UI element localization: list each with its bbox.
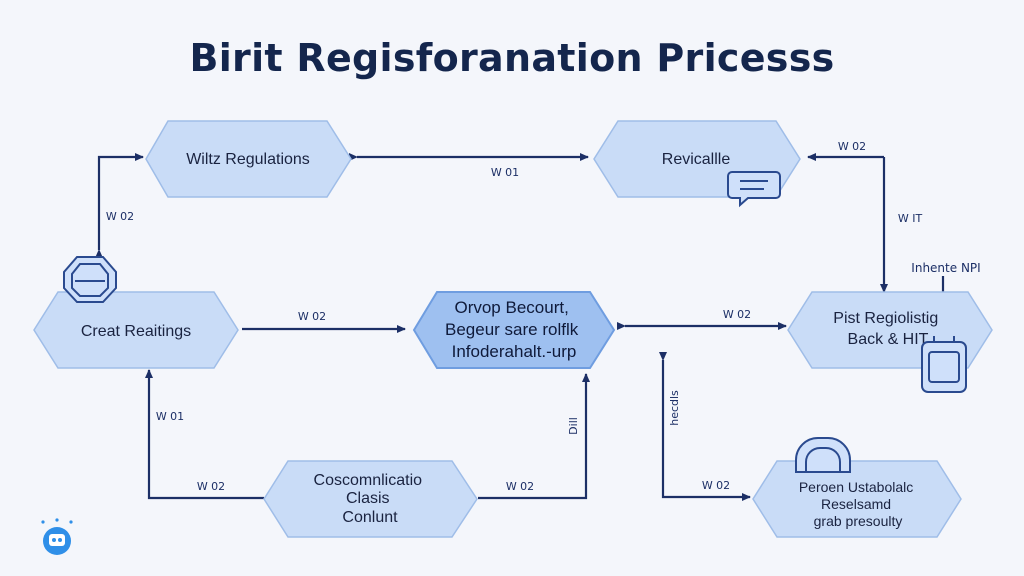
- edge-coscom-center: [478, 373, 590, 500]
- node-pist-line-1: Pist Regiolistig: [833, 310, 938, 327]
- svg-text:Creat Reaitings: Creat Reaitings: [81, 323, 191, 340]
- edge-label-mid-left: W 02: [298, 310, 326, 323]
- edges: [95, 153, 945, 501]
- edge-creat-wiltz: [95, 153, 144, 258]
- svg-text:Revicallle: Revicallle: [662, 151, 731, 168]
- edge-label-bottom-left: W 02: [197, 480, 225, 493]
- cloud-icon: [795, 437, 851, 473]
- svg-text:Coscomnlicatio Clasis: Coscomnlicatio Clasis Conlunt: [314, 472, 427, 526]
- edge-label-mid-right: W 02: [723, 308, 751, 321]
- edge-label-left-upper: W 02: [106, 210, 134, 223]
- edge-labels: W 01 W 02 W 02 W IT Inhente NPI W 02 W 0…: [106, 140, 981, 493]
- shield-badge-icon: [63, 256, 117, 303]
- edge-label-right-upper: W IT: [898, 212, 923, 225]
- edge-center-peroen: [659, 352, 751, 501]
- robot-logo-icon: [41, 518, 73, 555]
- node-peroen-line-2: Reselsamd: [821, 496, 891, 512]
- edge-label-top-right: W 02: [838, 140, 866, 153]
- node-wiltz[interactable]: Wiltz Regulations: [145, 120, 352, 198]
- edge-label-right-lower: hecdls: [668, 390, 681, 426]
- node-center[interactable]: Orvop Becourt, Begeur sare rolflk Infode…: [412, 291, 616, 369]
- node-creat-label: Creat Reaitings: [81, 323, 191, 340]
- node-coscom-line-1: Coscomnlicatio: [314, 472, 423, 489]
- node-center-line-3: Infoderahalt.-urp: [452, 342, 577, 361]
- node-coscom-line-2: Clasis: [346, 490, 390, 507]
- node-center-line-2: Begeur sare rolflk: [445, 320, 579, 339]
- node-coscom-line-3: Conlunt: [342, 509, 398, 526]
- edge-coscom-creat: [145, 369, 264, 500]
- chat-bubble-icon: [727, 171, 781, 208]
- node-peroen-line-3: grab presoulty: [814, 513, 903, 529]
- node-peroen-line-1: Peroen Ustabolalc: [799, 479, 913, 495]
- node-center-line-1: Orvop Becourt,: [454, 298, 568, 317]
- node-revicallle-label: Revicallle: [662, 151, 731, 168]
- edge-label-center-down: Dill: [567, 417, 580, 435]
- device-icon: [921, 336, 967, 393]
- svg-text:Peroen Ustabolalc Resels: Peroen Ustabolalc Reselsamd grab presoul…: [799, 479, 917, 529]
- edge-label-bottom-mid: W 02: [506, 480, 534, 493]
- node-peroen[interactable]: Peroen Ustabolalc Reselsamd grab presoul…: [752, 460, 962, 538]
- svg-text:Orvop Becourt, Begeur sa: Orvop Becourt, Begeur sare rolflk Infode…: [445, 298, 583, 361]
- svg-text:Wiltz Regulations: Wiltz Regulations: [186, 151, 310, 168]
- node-creat[interactable]: Creat Reaitings: [33, 291, 239, 369]
- edge-label-left-lower: W 01: [156, 410, 184, 423]
- node-pist-line-2: Back & HIT: [848, 331, 929, 348]
- page-title: Birit Regisforanation Pricesss: [189, 36, 835, 80]
- edge-label-top: W 01: [491, 166, 519, 179]
- edge-label-inherit: Inhente NPI: [911, 261, 980, 275]
- node-coscom[interactable]: Coscomnlicatio Clasis Conlunt: [263, 460, 478, 538]
- svg-text:Pist Regiolistig Back &: Pist Regiolistig Back & HIT: [833, 310, 942, 348]
- node-wiltz-label: Wiltz Regulations: [186, 151, 310, 168]
- edge-label-bottom-right: W 02: [702, 479, 730, 492]
